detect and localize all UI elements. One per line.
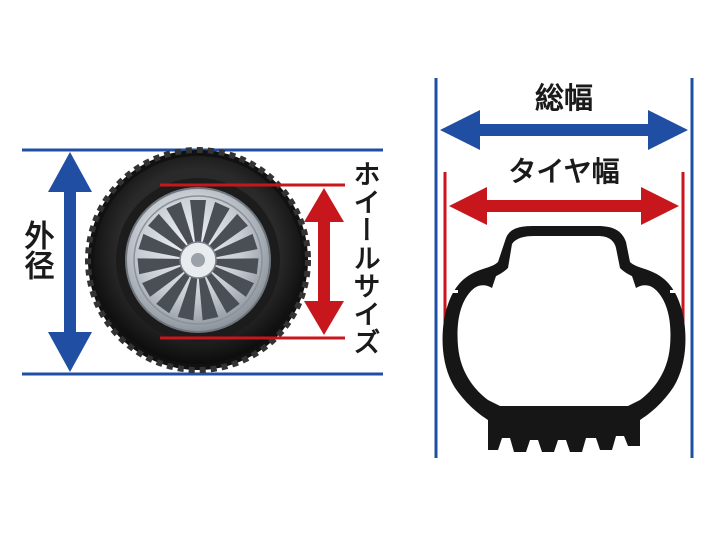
wheel-size-arrow (304, 188, 344, 335)
tire-width-arrow (449, 187, 679, 225)
wheel-size-label: ホイールサイズ (349, 160, 380, 356)
left-diagram: 外径 (19, 147, 383, 376)
right-diagram: 総幅 タイヤ幅 (434, 78, 694, 458)
overall-width-label: 総幅 (535, 81, 593, 115)
outer-diameter-label: 外径 (19, 220, 55, 280)
overall-width-arrow (440, 110, 688, 150)
tire-cross-section-icon (442, 226, 686, 452)
outer-diameter-arrow (48, 152, 92, 372)
tire-wheel-side-view-icon (85, 147, 311, 373)
tire-width-label: タイヤ幅 (508, 155, 619, 188)
